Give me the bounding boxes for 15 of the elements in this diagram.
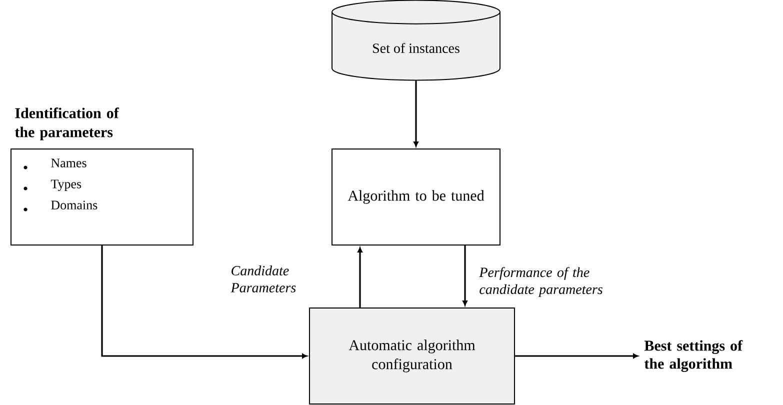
process-box: Algorithm to be tuned	[332, 148, 500, 246]
arrow	[515, 354, 638, 358]
arrow	[414, 80, 418, 147]
list-item: Names	[51, 158, 86, 168]
database-cylinder: Set of instances	[332, 0, 500, 81]
arrow	[358, 247, 362, 308]
arrow	[462, 246, 468, 306]
heading: Identification of the parameters	[14, 108, 120, 140]
list-item: Types	[50, 180, 82, 192]
output-text: Best settings of the algorithm	[644, 340, 743, 372]
edge-label: Candidate Parameters	[230, 266, 296, 292]
list-item: Domains	[51, 200, 98, 210]
process-box: Automatic algorithm configuration	[309, 308, 515, 404]
edge-label: Performance of the candidate parameters	[479, 267, 602, 297]
arrow	[101, 246, 308, 358]
